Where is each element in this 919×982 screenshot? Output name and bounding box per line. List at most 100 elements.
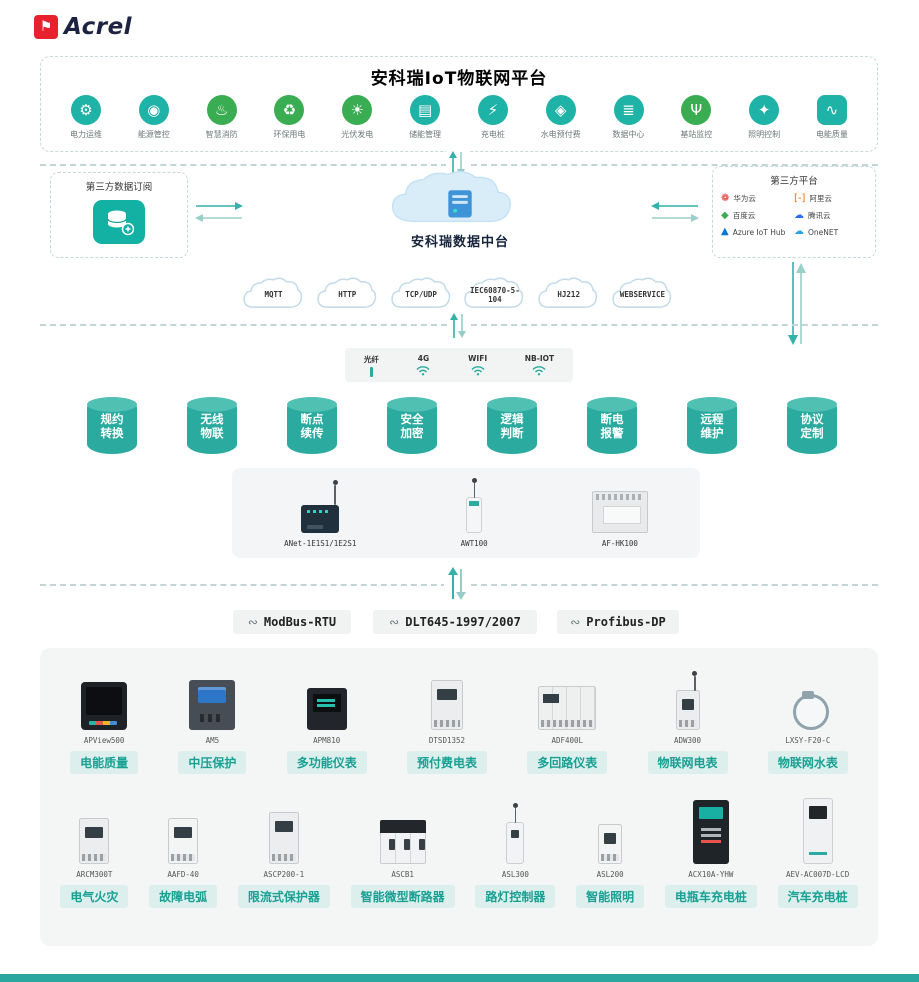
feature-label: 断点续传 <box>300 411 324 440</box>
provider-ali-cloud: [-] 阿里云 <box>794 193 867 204</box>
field-protocol-label: Profibus-DP <box>586 615 666 629</box>
device-category-tag: 限流式保护器 <box>237 885 330 908</box>
wifi-icon <box>416 366 431 376</box>
provider-name: 腾讯云 <box>808 211 831 220</box>
feature-cylinder: 安全加密 <box>387 397 437 454</box>
app-label: 光伏发电 <box>341 130 374 139</box>
feature-cylinder: 无线物联 <box>187 397 237 454</box>
feature-label: 远程维护 <box>700 411 724 440</box>
tencent-cloud-icon: ☁ <box>794 209 804 221</box>
device-adf400l: ADF400L 多回路仪表 <box>527 662 608 774</box>
field-protocol-label: ModBus-RTU <box>263 615 337 629</box>
platform-section: 安科瑞IoT物联网平台 ⚙ 电力运维 ◉ 能源管控 ♨ 智慧消防 ♻ 环保用电 … <box>40 56 878 152</box>
device-category-tag: 智能照明 <box>576 885 645 908</box>
platform-title: 安科瑞IoT物联网平台 <box>370 69 548 89</box>
device-category-tag: 物联网水表 <box>767 751 848 774</box>
app-smart-fire: ♨ 智慧消防 <box>191 95 253 140</box>
device-model: ADW300 <box>673 736 702 745</box>
feature-cylinder: 断点续传 <box>287 397 337 454</box>
protocol-cloud-iec60870: IEC60870-5-104 <box>461 274 528 314</box>
pv-generation-icon: ☀ <box>342 95 373 125</box>
field-protocol-profibus: ∾ Profibus-DP <box>557 610 679 634</box>
gateway-awt100: AWT100 <box>461 478 488 548</box>
device-model: AAFD-40 <box>167 870 199 879</box>
cloud-providers: ❁ 华为云 [-] 阿里云 ◆ 百度云 ☁ 腾讯云 ▲ Azure IoT Hu… <box>713 187 875 237</box>
provider-name: 华为云 <box>733 194 756 203</box>
onenet-icon: ☁ <box>794 226 804 237</box>
footer-accent-bar <box>0 974 919 982</box>
protocol-cloud-tcpudp: TCP/UDP <box>388 274 455 314</box>
device-category-tag: 预付费电表 <box>406 751 487 774</box>
gateway-afhk100: AF-HK100 <box>591 491 648 548</box>
acrel-logo-icon: ⚑ <box>34 15 58 39</box>
device-category-tag: 多功能仪表 <box>286 751 367 774</box>
device-aafd-40: AAFD-40 故障电弧 <box>149 796 218 908</box>
ascp200-image <box>268 812 299 864</box>
cloud-outline-icon <box>317 277 377 308</box>
app-pv-generation: ☀ 光伏发电 <box>326 95 388 140</box>
device-model: ASCB1 <box>391 870 414 879</box>
network-label: NB-IOT <box>524 354 555 363</box>
device-model: AM5 <box>205 736 220 745</box>
network-bar: 光纤 4G WIFI NB-IOT <box>345 348 573 382</box>
apm810-image <box>306 688 347 730</box>
smart-fire-icon: ♨ <box>206 95 237 125</box>
bidirectional-arrow-icon <box>650 200 700 228</box>
network-label: 4G <box>417 354 430 363</box>
app-label: 智慧消防 <box>205 130 238 139</box>
device-model: LXSY-F20-C <box>785 736 831 745</box>
data-subscription-title: 第三方数据订阅 <box>85 182 153 193</box>
link-icon: ∾ <box>570 615 581 629</box>
arcm300t-image <box>79 818 110 864</box>
protocol-cloud-webservice: WEBSERVICE <box>609 274 676 314</box>
third-party-platform-box: 第三方平台 ❁ 华为云 [-] 阿里云 ◆ 百度云 ☁ 腾讯云 ▲ Azure … <box>712 166 876 258</box>
app-label: 数据中心 <box>612 130 645 139</box>
protocol-label: IEC60870-5-104 <box>470 285 520 304</box>
aafd40-image <box>168 818 199 864</box>
brand-logo: ⚑ Acrel <box>34 14 132 40</box>
device-dtsd1352: DTSD1352 预付费电表 <box>406 662 487 774</box>
provider-name: 阿里云 <box>809 194 832 203</box>
antenna-icon <box>513 803 518 823</box>
data-subscription-box: 第三方数据订阅 <box>50 172 188 258</box>
devices-section: APView500 电能质量 AM5 中压保护 APM810 多功能仪表 DTS… <box>40 648 878 946</box>
provider-azure-iot-hub: ▲ Azure IoT Hub <box>721 227 794 237</box>
device-am5: AM5 中压保护 <box>178 662 247 774</box>
protocol-label: TCP/UDP <box>405 290 437 300</box>
device-arcm300t: ARCM300T 电气火灾 <box>60 796 129 908</box>
energy-storage-icon: ▤ <box>410 95 441 125</box>
awt100-gateway-image <box>466 478 483 533</box>
device-acx10a-yhw: ACX10A-YHW 电瓶车充电桩 <box>664 796 757 908</box>
asl300-image <box>506 803 525 864</box>
data-middle-platform-title: 安科瑞数据中台 <box>410 235 509 250</box>
brand-name: Acrel <box>64 14 133 40</box>
field-protocol-dlt645: ∾ DLT645-1997/2007 <box>373 610 537 634</box>
antenna-icon <box>692 671 698 691</box>
feature-cylinder: 远程维护 <box>687 397 737 454</box>
adw300-image <box>675 671 700 730</box>
provider-name: 百度云 <box>732 211 756 220</box>
baidu-cloud-icon: ◆ <box>721 209 729 221</box>
dtsd1352-image <box>430 680 463 730</box>
wifi-icon <box>471 366 485 376</box>
platform-apps-row: ⚙ 电力运维 ◉ 能源管控 ♨ 智慧消防 ♻ 环保用电 ☀ 光伏发电 ▤ 储能管… <box>41 89 877 140</box>
app-label: 环保用电 <box>273 130 306 139</box>
field-protocol-label: DLT645-1997/2007 <box>405 615 521 629</box>
device-category-tag: 中压保护 <box>178 751 247 774</box>
feature-label: 无线物联 <box>200 411 224 440</box>
link-icon: ∾ <box>247 615 258 629</box>
wifi-icon <box>532 366 546 376</box>
device-adw300: ADW300 物联网电表 <box>647 662 728 774</box>
device-ascp200-1: ASCP200-1 限流式保护器 <box>237 796 330 908</box>
cloud-outline-icon <box>390 277 450 308</box>
ebike-charger-image <box>692 800 729 864</box>
device-asl300: ASL300 路灯控制器 <box>475 796 556 908</box>
apview500-image <box>81 682 128 730</box>
prepaid-icon: ◈ <box>545 95 576 125</box>
provider-name: Azure IoT Hub <box>732 227 786 237</box>
protocol-label: MQTT <box>264 290 283 300</box>
feature-cylinder: 断电报警 <box>587 397 637 454</box>
device-model: APView500 <box>83 736 125 745</box>
lighting-control-icon: ✦ <box>749 95 780 125</box>
network-fiber: 光纤 <box>364 354 379 377</box>
